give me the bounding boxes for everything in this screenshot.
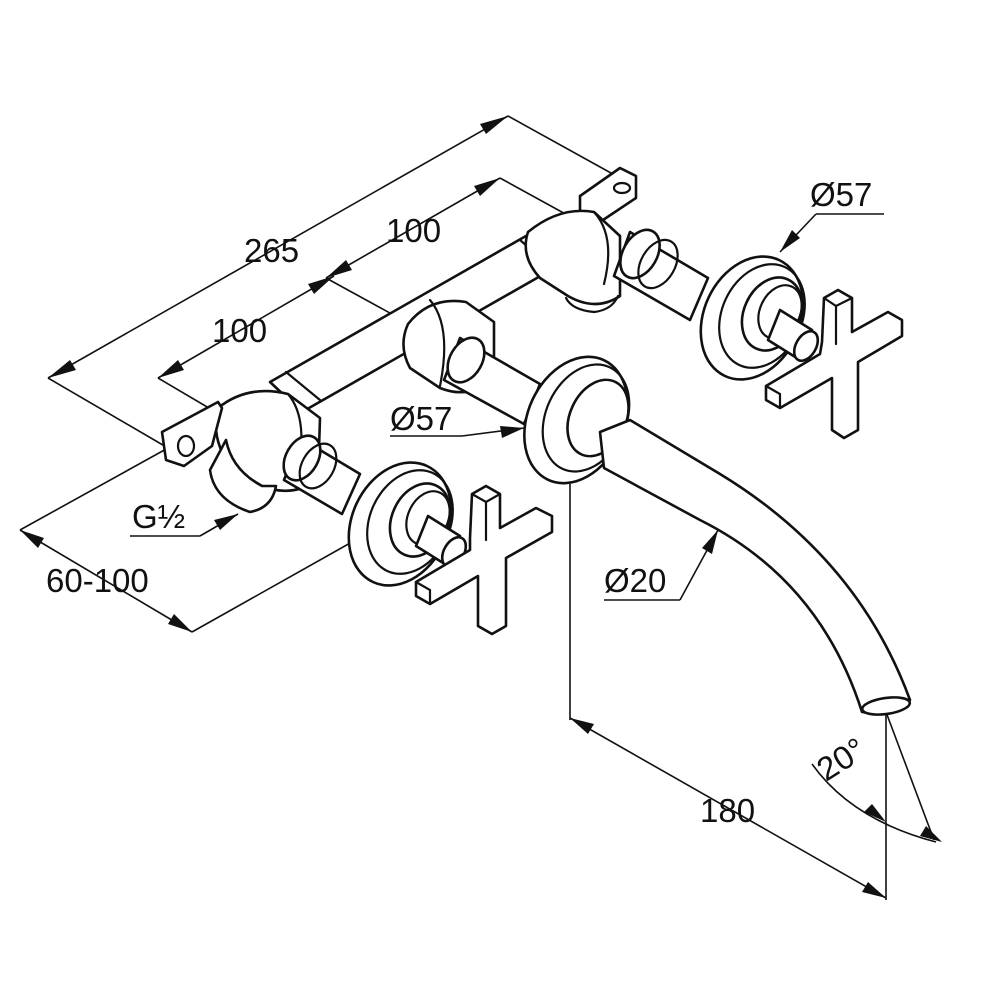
left-mounting-bracket bbox=[160, 400, 224, 468]
leader-thread bbox=[130, 513, 239, 537]
label-wall-depth: 60-100 bbox=[46, 562, 149, 599]
label-overall-width: 265 bbox=[244, 232, 299, 269]
right-valve-stem bbox=[612, 228, 710, 322]
left-cross-handle bbox=[414, 484, 554, 636]
label-thread: G½ bbox=[132, 498, 185, 535]
label-rosette-center: Ø57 bbox=[390, 400, 452, 437]
dimension-wall-depth bbox=[19, 447, 353, 633]
spout bbox=[598, 418, 912, 716]
label-spacing-left: 100 bbox=[212, 312, 267, 349]
spout-neck bbox=[442, 336, 542, 426]
leader-spout-diameter bbox=[604, 529, 719, 601]
label-spacing-right: 100 bbox=[386, 212, 441, 249]
faucet-body bbox=[160, 166, 912, 716]
label-rosette-right: Ø57 bbox=[810, 176, 872, 213]
dimension-spout-angle bbox=[811, 711, 942, 843]
leader-rosette-center bbox=[390, 426, 525, 438]
label-spout-projection: 180 bbox=[700, 792, 755, 829]
label-spout-angle: 20° bbox=[810, 730, 872, 788]
right-cross-handle bbox=[764, 288, 904, 440]
dimension-spout-projection bbox=[569, 482, 887, 900]
right-valve-spindle bbox=[766, 308, 820, 363]
dimension-overall-width bbox=[47, 115, 621, 449]
label-spout-diameter: Ø20 bbox=[604, 562, 666, 599]
leader-rosette-right bbox=[779, 213, 884, 253]
right-valve-elbow bbox=[524, 209, 622, 314]
left-valve-stem bbox=[282, 434, 362, 516]
